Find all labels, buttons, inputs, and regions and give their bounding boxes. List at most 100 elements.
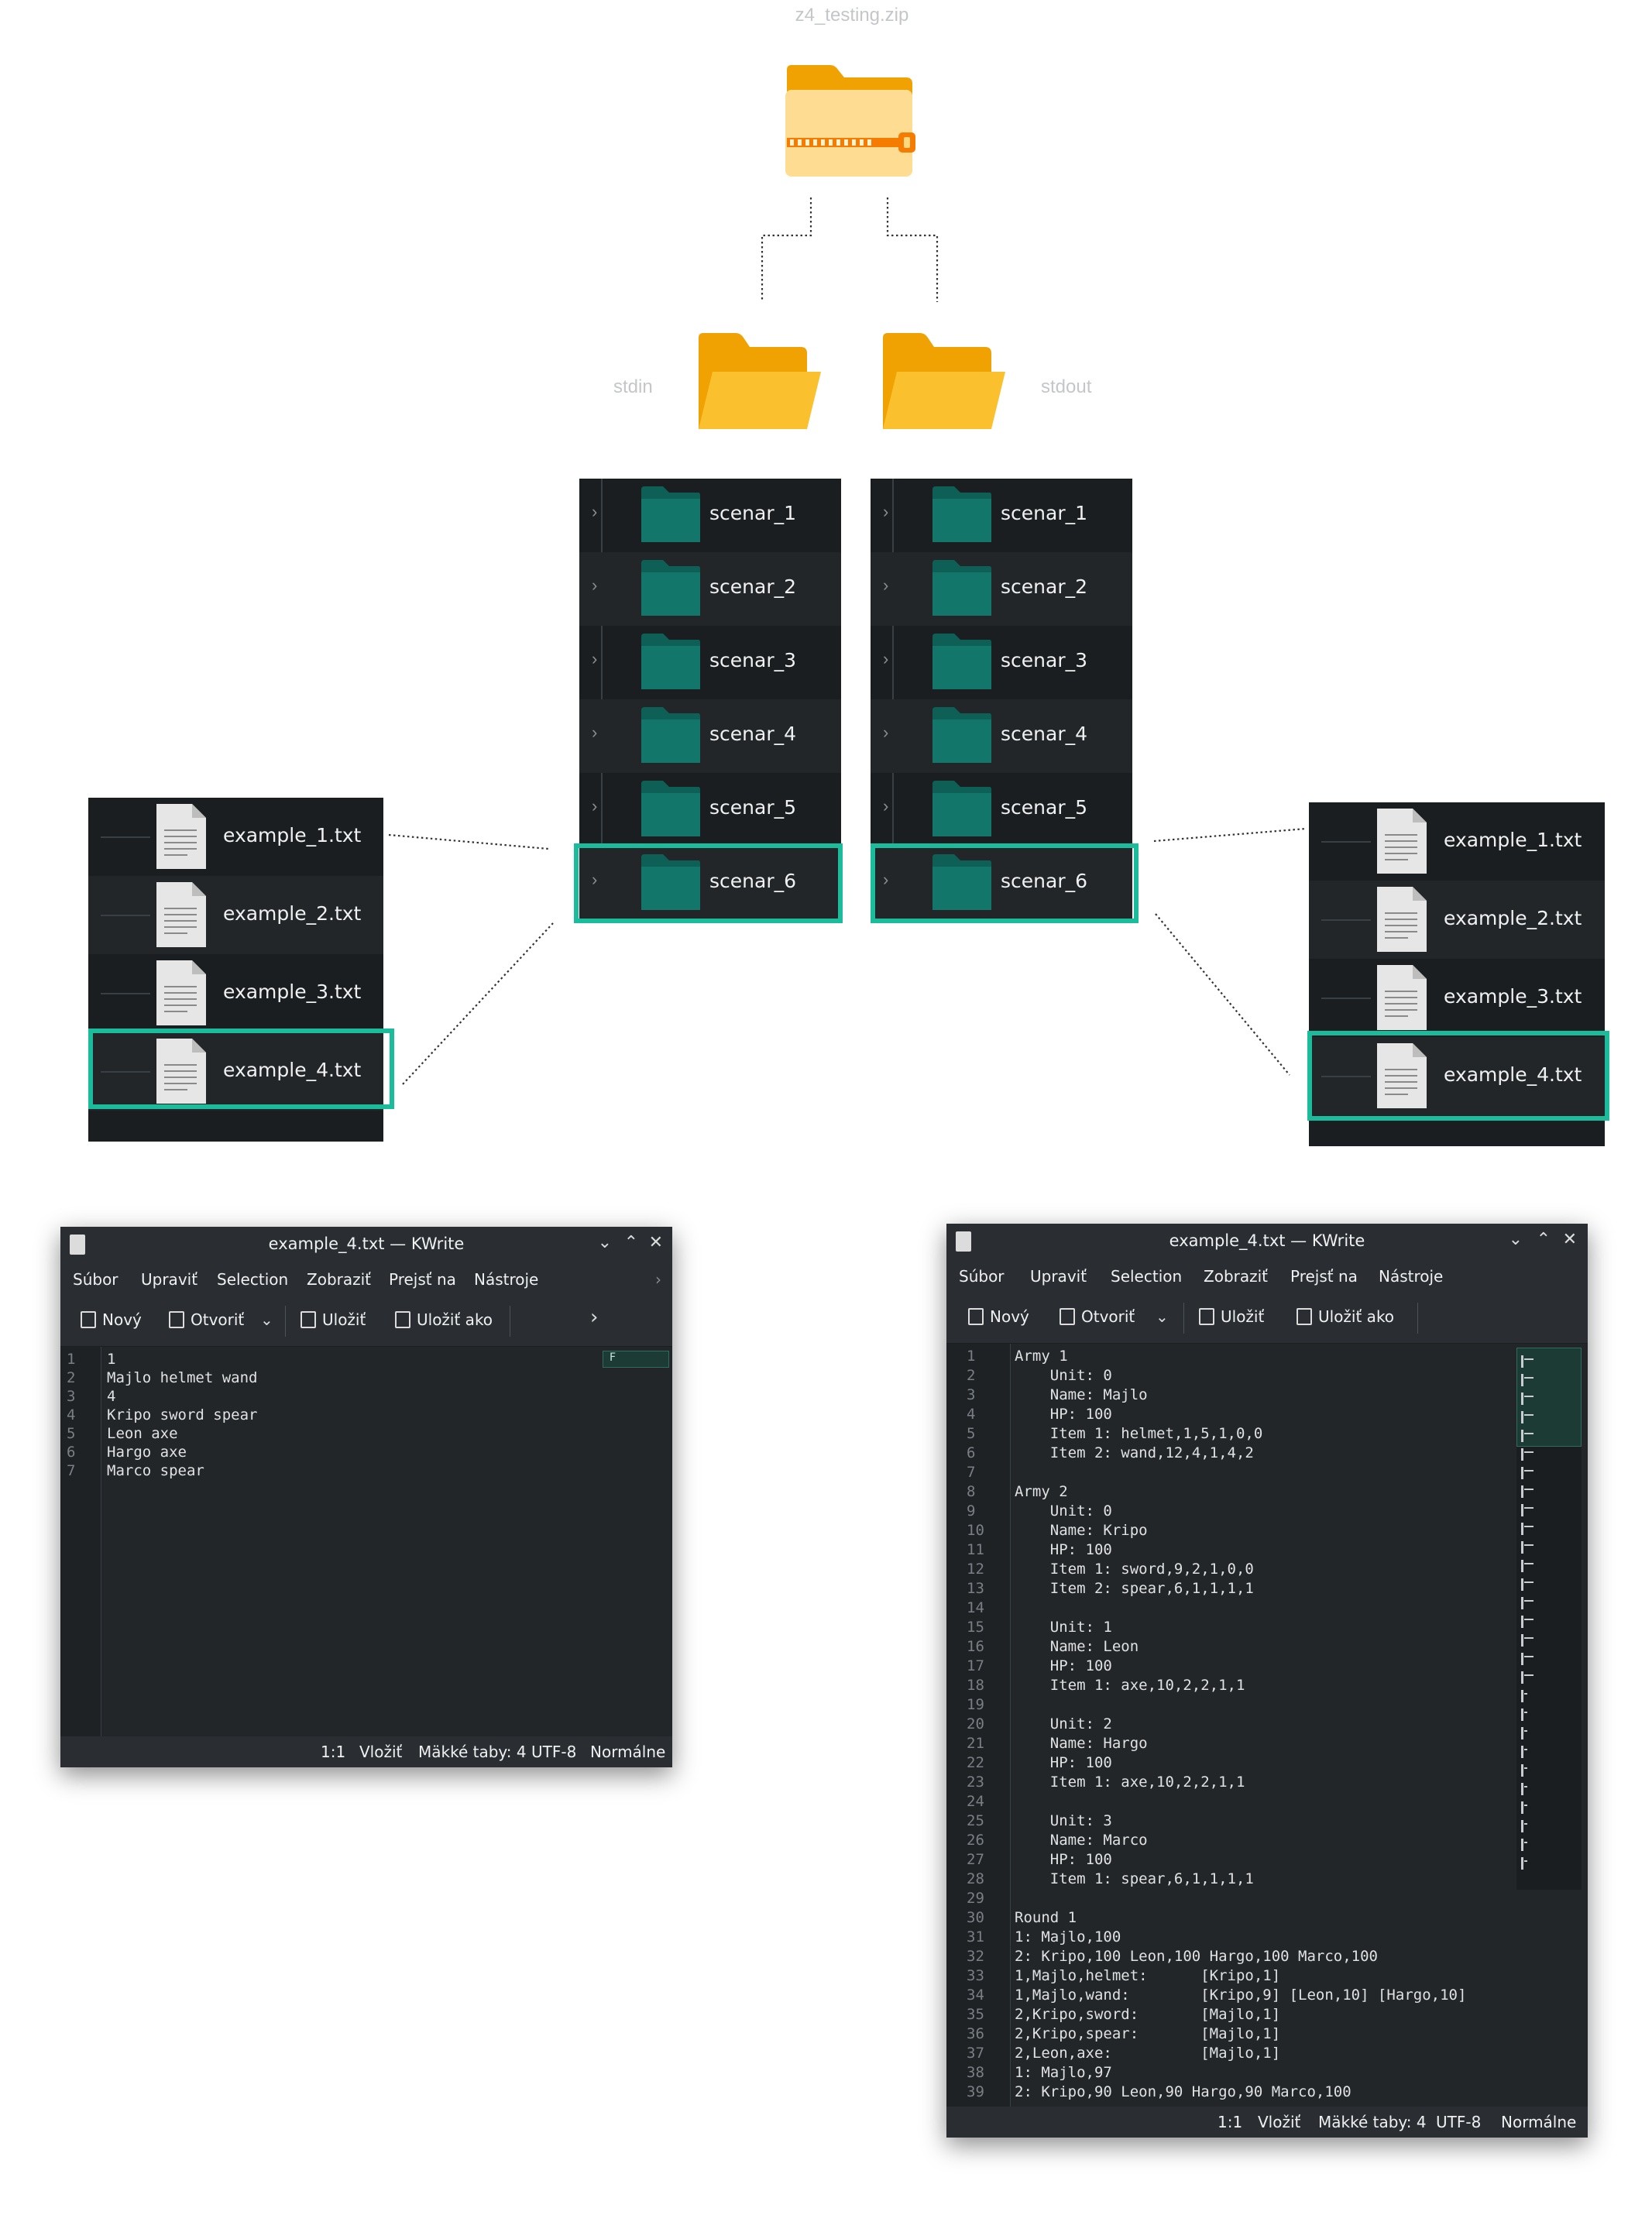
menu-selection[interactable]: Selection	[217, 1270, 289, 1289]
menu-selection[interactable]: Selection	[1111, 1267, 1183, 1286]
code-line[interactable]: 2: Kripo,90 Leon,90 Hargo,90 Marco,100	[1015, 2083, 1351, 2100]
code-line[interactable]: 2,Leon,axe: [Majlo,1]	[1015, 2045, 1281, 2062]
code-line[interactable]: 1: Majlo,97	[1015, 2064, 1112, 2081]
indentation-mode[interactable]: Mäkké taby: 4	[418, 1743, 527, 1761]
menu-edit[interactable]: Upraviť	[141, 1270, 198, 1289]
code-line[interactable]: 2,Kripo,spear: [Majlo,1]	[1015, 2025, 1281, 2042]
code-line[interactable]: Item 2: wand,12,4,1,4,2	[1015, 1444, 1254, 1461]
example-row[interactable]: example_3.txt	[88, 954, 383, 1032]
code-line[interactable]: Item 1: axe,10,2,2,1,1	[1015, 1774, 1245, 1791]
save-as-button[interactable]: Uložiť ako	[395, 1310, 493, 1329]
code-line[interactable]: Item 1: helmet,1,5,1,0,0	[1015, 1425, 1263, 1442]
open-dropdown-icon[interactable]: ⌄	[1156, 1307, 1169, 1326]
menu-file[interactable]: Súbor	[73, 1270, 118, 1289]
scenario-row[interactable]: › scenar_5	[871, 773, 1132, 847]
minimap[interactable]	[1516, 1348, 1582, 1890]
chevron-right-icon[interactable]: ›	[883, 575, 889, 595]
code-line[interactable]: HP: 100	[1015, 1406, 1112, 1423]
example-row-selected[interactable]: example_4.txt	[1309, 1037, 1605, 1115]
code-line[interactable]: Name: Marco	[1015, 1832, 1148, 1849]
indentation-mode[interactable]: Mäkké taby: 4	[1318, 2113, 1427, 2131]
menu-view[interactable]: Zobraziť	[1204, 1267, 1269, 1286]
scenario-row[interactable]: › scenar_4	[579, 699, 841, 773]
chevron-right-icon[interactable]: ›	[883, 723, 889, 742]
title-bar[interactable]: example_4.txt — KWrite ⌄ ⌃ ✕	[946, 1224, 1588, 1261]
toolbar-overflow-icon[interactable]: ›	[590, 1306, 599, 1329]
close-icon[interactable]: ✕	[648, 1233, 663, 1252]
code-line[interactable]: Hargo axe	[107, 1444, 187, 1461]
close-icon[interactable]: ✕	[1562, 1230, 1577, 1249]
title-bar[interactable]: example_4.txt — KWrite ⌄ ⌃ ✕	[60, 1227, 672, 1264]
menu-file[interactable]: Súbor	[959, 1267, 1005, 1286]
highlight-mode[interactable]: Normálne	[590, 1743, 666, 1761]
save-button[interactable]: Uložiť	[1199, 1307, 1264, 1326]
menu-view[interactable]: Zobraziť	[307, 1270, 372, 1289]
code-line[interactable]: 2,Kripo,sword: [Majlo,1]	[1015, 2006, 1281, 2023]
code-line[interactable]: HP: 100	[1015, 1754, 1112, 1771]
code-line[interactable]: Item 2: spear,6,1,1,1,1	[1015, 1580, 1254, 1597]
code-line[interactable]: Name: Majlo	[1015, 1386, 1148, 1403]
chevron-right-icon[interactable]: ›	[883, 796, 889, 816]
code-line[interactable]: HP: 100	[1015, 1657, 1112, 1674]
open-button[interactable]: Otvoriť	[169, 1310, 244, 1329]
stdin-folder-icon[interactable]	[695, 331, 824, 432]
example-row-selected[interactable]: example_4.txt	[88, 1032, 383, 1111]
chevron-right-icon[interactable]: ›	[883, 649, 889, 668]
minimize-icon[interactable]: ⌄	[597, 1233, 612, 1252]
scenario-row[interactable]: › scenar_5	[579, 773, 841, 847]
code-line[interactable]: 1,Majlo,wand: [Kripo,9] [Leon,10] [Hargo…	[1015, 1987, 1467, 2004]
scenario-row[interactable]: › scenar_1	[871, 479, 1132, 552]
code-line[interactable]: Unit: 3	[1015, 1812, 1112, 1829]
code-line[interactable]: Name: Leon	[1015, 1638, 1139, 1655]
encoding[interactable]: UTF-8	[531, 1743, 577, 1761]
code-line[interactable]: 4	[107, 1388, 116, 1405]
maximize-icon[interactable]: ⌃	[1536, 1230, 1551, 1249]
code-line[interactable]: Item 1: spear,6,1,1,1,1	[1015, 1870, 1254, 1887]
code-line[interactable]: Kripo sword spear	[107, 1406, 258, 1423]
code-line[interactable]: Majlo helmet wand	[107, 1369, 258, 1386]
code-line[interactable]: Item 1: axe,10,2,2,1,1	[1015, 1677, 1245, 1694]
example-row[interactable]: example_3.txt	[1309, 959, 1605, 1037]
minimize-icon[interactable]: ⌄	[1508, 1230, 1523, 1249]
code-line[interactable]: Unit: 0	[1015, 1502, 1112, 1520]
code-line[interactable]: 2: Kripo,100 Leon,100 Hargo,100 Marco,10…	[1015, 1948, 1378, 1965]
chevron-right-icon[interactable]: ›	[592, 723, 598, 742]
cursor-position[interactable]: 1:1	[321, 1743, 346, 1761]
menu-tools[interactable]: Nástroje	[1379, 1267, 1444, 1286]
scenario-row[interactable]: › scenar_3	[871, 626, 1132, 699]
chevron-right-icon[interactable]: ›	[883, 870, 889, 889]
scenario-row-selected[interactable]: › scenar_6	[871, 847, 1132, 920]
scenario-row[interactable]: › scenar_1	[579, 479, 841, 552]
chevron-right-icon[interactable]: ›	[592, 649, 598, 668]
scenario-row[interactable]: › scenar_2	[579, 552, 841, 626]
example-row[interactable]: example_2.txt	[1309, 881, 1605, 959]
code-line[interactable]: Name: Kripo	[1015, 1522, 1148, 1539]
save-as-button[interactable]: Uložiť ako	[1297, 1307, 1394, 1326]
code-line[interactable]: Item 1: sword,9,2,1,0,0	[1015, 1561, 1254, 1578]
open-dropdown-icon[interactable]: ⌄	[260, 1310, 273, 1329]
menu-edit[interactable]: Upraviť	[1030, 1267, 1087, 1286]
example-row[interactable]: example_2.txt	[88, 876, 383, 954]
encoding[interactable]: UTF-8	[1436, 2113, 1482, 2131]
menu-overflow-icon[interactable]: ›	[655, 1270, 661, 1289]
code-line[interactable]: Marco spear	[107, 1462, 204, 1479]
code-line[interactable]: Round 1	[1015, 1909, 1077, 1926]
code-line[interactable]: Army 2	[1015, 1483, 1068, 1500]
save-button[interactable]: Uložiť	[301, 1310, 366, 1329]
code-line[interactable]: 1: Majlo,100	[1015, 1928, 1121, 1945]
chevron-right-icon[interactable]: ›	[883, 502, 889, 521]
input-mode[interactable]: Vložiť	[359, 1743, 403, 1761]
open-button[interactable]: Otvoriť	[1060, 1307, 1135, 1326]
code-line[interactable]: 1,Majlo,helmet: [Kripo,1]	[1015, 1967, 1281, 1984]
code-line[interactable]: HP: 100	[1015, 1541, 1112, 1558]
code-line[interactable]: Leon axe	[107, 1425, 178, 1442]
example-row[interactable]: example_1.txt	[88, 798, 383, 876]
menu-go[interactable]: Prejsť na	[1290, 1267, 1358, 1286]
menu-go[interactable]: Prejsť na	[389, 1270, 456, 1289]
stdout-folder-icon[interactable]	[880, 331, 1008, 432]
code-line[interactable]: HP: 100	[1015, 1851, 1112, 1868]
chevron-right-icon[interactable]: ›	[592, 575, 598, 595]
menu-tools[interactable]: Nástroje	[474, 1270, 539, 1289]
scenario-row-selected[interactable]: › scenar_6	[579, 847, 841, 920]
example-row[interactable]: example_1.txt	[1309, 802, 1605, 881]
